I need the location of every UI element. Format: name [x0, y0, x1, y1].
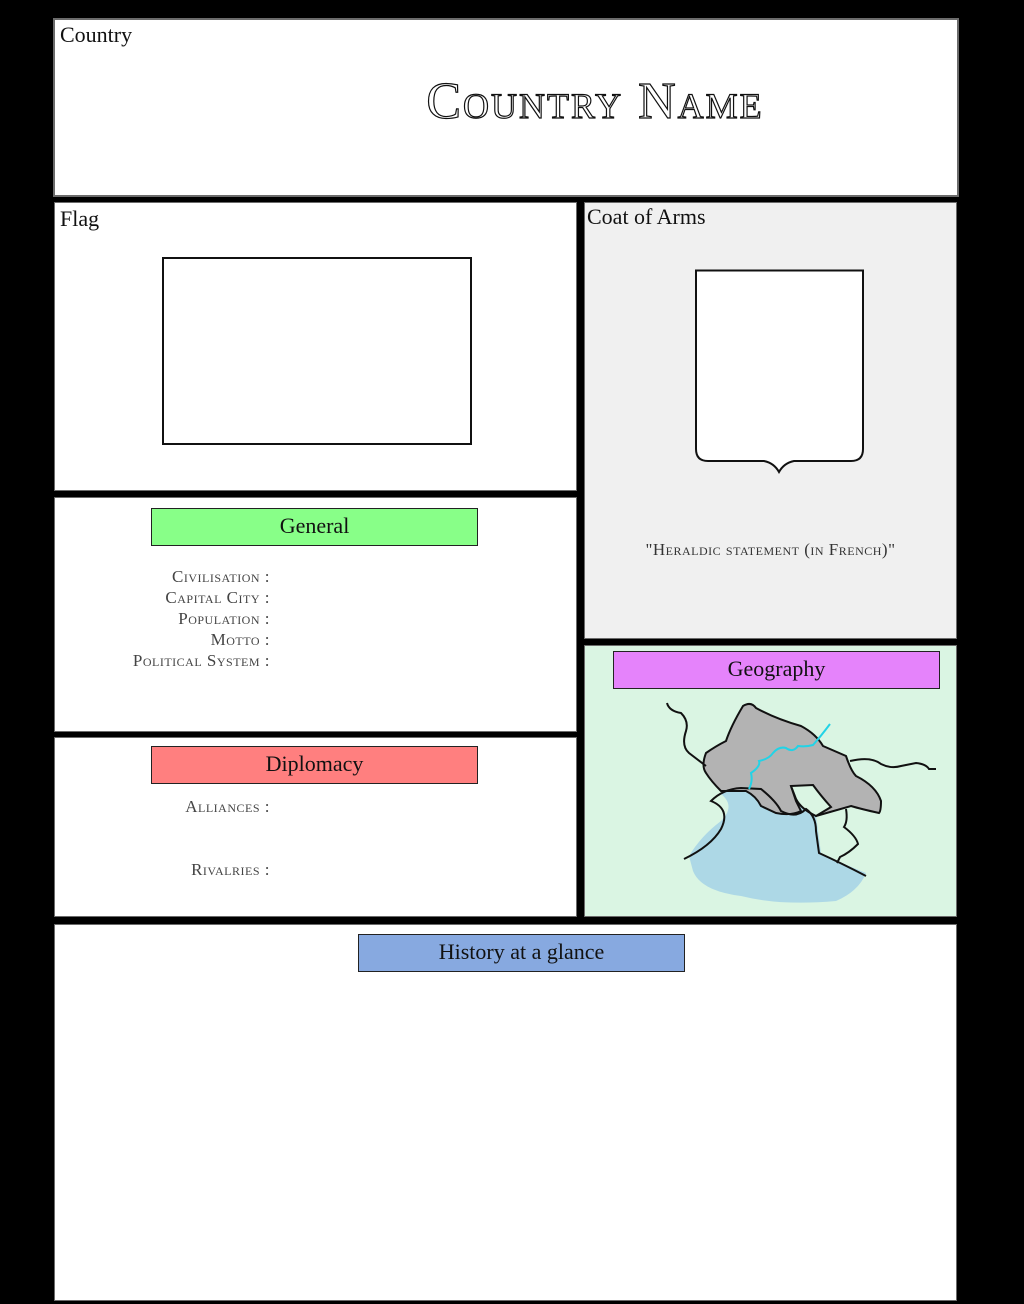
- field-population: Population :: [178, 609, 270, 628]
- river-line: [748, 723, 831, 790]
- map-illustration: [666, 702, 936, 903]
- coat-of-arms-panel: Coat of Arms "Heraldic statement (in Fre…: [584, 202, 957, 639]
- field-civilisation: Civilisation :: [172, 567, 270, 586]
- geography-panel: Geography: [584, 645, 957, 917]
- country-header-panel: Country Country Name: [53, 18, 959, 197]
- country-corner-label: Country: [60, 22, 133, 47]
- general-field-list: Civilisation : Capital City : Population…: [75, 566, 270, 671]
- diplomacy-panel: Diplomacy Alliances : Rivalries :: [54, 737, 577, 917]
- heraldic-statement: "Heraldic statement (in French)": [645, 540, 896, 559]
- diplomacy-section-header: Diplomacy: [151, 746, 478, 784]
- shield-icon: [695, 269, 864, 475]
- history-section-header: History at a glance: [358, 934, 685, 972]
- country-name-title: Country Name: [426, 72, 764, 130]
- general-panel: General Civilisation : Capital City : Po…: [54, 497, 577, 732]
- coat-of-arms-label: Coat of Arms: [587, 204, 706, 229]
- flag-panel: Flag: [54, 202, 577, 491]
- flag-placeholder: [162, 257, 472, 445]
- field-alliances: Alliances :: [185, 797, 270, 816]
- history-panel: History at a glance: [54, 924, 957, 1301]
- field-political-system: Political System :: [132, 651, 270, 670]
- sea-area: [689, 786, 866, 903]
- field-rivalries: Rivalries :: [191, 860, 270, 879]
- field-motto: Motto :: [210, 630, 270, 649]
- field-capital-city: Capital City :: [165, 588, 270, 607]
- geography-section-header: Geography: [613, 651, 940, 689]
- general-section-header: General: [151, 508, 478, 546]
- flag-label: Flag: [60, 206, 100, 231]
